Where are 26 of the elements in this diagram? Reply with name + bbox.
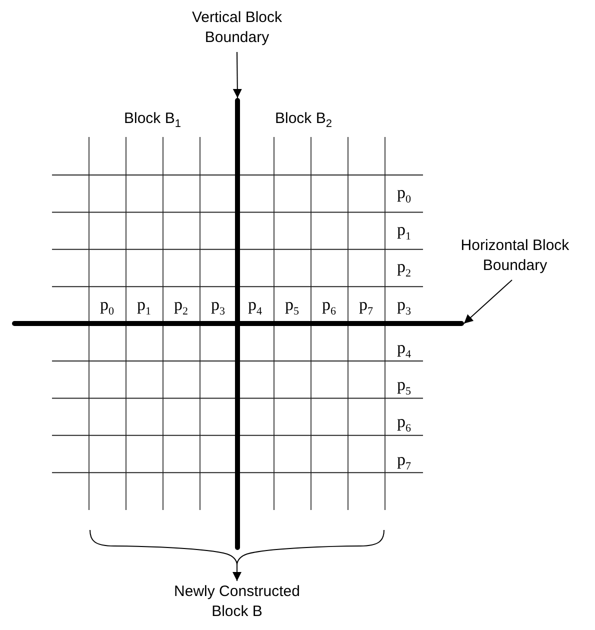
pixel-label: p$_{3}$ <box>397 296 411 320</box>
pixel-label: p$_{6}$ <box>322 296 336 320</box>
arrow <box>232 564 242 582</box>
pixel-label: p$_{6}$ <box>397 413 411 437</box>
pixel-label: p$_{0}$ <box>397 184 411 208</box>
arrow <box>232 52 242 98</box>
pixel-label: p$_{1}$ <box>137 296 151 320</box>
pixel-label: p$_{7}$ <box>397 450 411 474</box>
pixel-label: p$_{3}$ <box>211 296 225 320</box>
boundary-line <box>12 321 464 326</box>
pixel-label: p$_{0}$ <box>100 296 114 320</box>
pixel-label: p$_{7}$ <box>359 296 373 320</box>
boundary-caption: Newly Constructed Block B <box>173 582 301 622</box>
pixel-label: p$_{1}$ <box>397 221 411 245</box>
arrow <box>464 280 512 324</box>
pixel-label: p$_{4}$ <box>397 339 411 362</box>
block-label: Block B$_{1}$ <box>124 110 181 132</box>
pixel-label: p$_{2}$ <box>174 296 188 320</box>
pixel-label: p$_{5}$ <box>285 296 299 320</box>
pixel-label: p$_{2}$ <box>397 258 411 282</box>
boundary-caption: Vertical Block Boundary <box>190 8 284 48</box>
boundary-caption: Horizontal Block Boundary <box>460 236 570 276</box>
pixel-label: p$_{4}$ <box>248 296 262 320</box>
pixel-label: p$_{5}$ <box>397 376 411 400</box>
boundary-line <box>235 98 240 550</box>
block-label: Block B$_{2}$ <box>275 110 332 132</box>
